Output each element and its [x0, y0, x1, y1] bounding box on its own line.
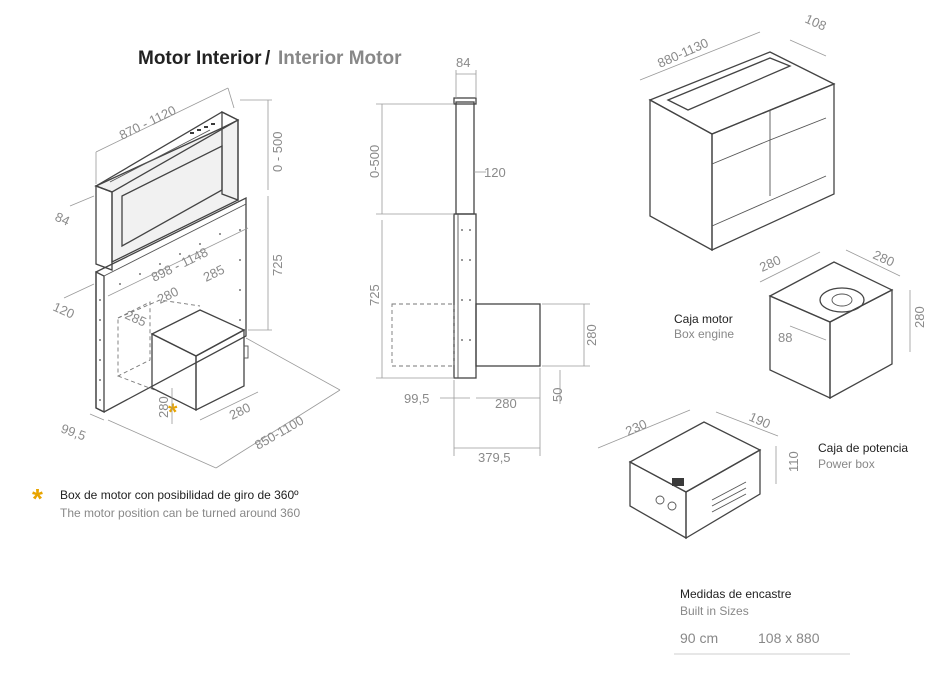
power-box-label-es: Caja de potencia: [818, 441, 908, 455]
side-upper-column: [455, 101, 475, 215]
title-primary: Motor Interior: [138, 48, 262, 69]
control-buttons: [190, 123, 215, 134]
rivet-dots: [99, 229, 241, 401]
dim-bottom-99: 99,5: [59, 421, 88, 444]
dim-cabinet-depth: 108: [803, 11, 829, 34]
power-box-side: [685, 448, 761, 540]
dim-side-379: 379,5: [478, 450, 511, 465]
dim-side-725: 725: [367, 284, 382, 306]
dim-depth-120: 120: [51, 299, 77, 322]
dim-height-top: 0 - 500: [270, 132, 285, 172]
power-box-label-en: Power box: [818, 457, 875, 471]
power-box-front: [629, 460, 687, 540]
vent-icon: [711, 481, 747, 513]
fan-icon: [819, 287, 865, 313]
engine-box-top: [768, 261, 894, 323]
page-title: Motor Interior / Interior Motor: [138, 48, 402, 69]
power-box-labels: 230 190 110 Caja de potencia Power box: [623, 409, 908, 472]
dim-side-0-500: 0-500: [367, 145, 382, 178]
dim-cabinet-range: 880-1130: [655, 35, 710, 71]
dim-box-285a: 285: [123, 307, 149, 330]
dim-power-b: 190: [747, 409, 773, 432]
dim-side-280-box: 280: [584, 324, 599, 346]
engine-box-front: [769, 295, 831, 400]
main-hood-drawing: *: [63, 87, 341, 469]
cabinet-dimension-labels: 880-1130 108: [655, 11, 829, 71]
built-in-value: 108 x 880: [758, 630, 820, 646]
cabinet-drawing: [639, 31, 836, 252]
note-star-icon: *: [32, 483, 43, 514]
dim-box-285b: 285: [201, 262, 227, 285]
dim-side-84: 84: [456, 55, 470, 70]
dim-side-280-bottom: 280: [495, 396, 517, 411]
dim-box-280-height: 280: [156, 396, 171, 418]
note-text-es: Box de motor con posibilidad de giro de …: [60, 488, 299, 502]
power-box-top: [628, 421, 762, 493]
built-in-size: 90 cm: [680, 630, 718, 646]
dim-box-280-width: 280: [227, 400, 253, 423]
cabinet-front: [711, 83, 835, 252]
table-row: 90 cm 108 x 880: [680, 630, 820, 646]
motor-box-side: [195, 328, 245, 412]
dim-box-280a: 280: [155, 284, 181, 307]
dim-inner-range: 898 - 1148: [149, 244, 211, 284]
side-dimension-labels: 84 0-500 120 725 280 50 99,5 280 379,5: [367, 55, 599, 465]
dim-power-c: 110: [786, 451, 801, 472]
dim-engine-c: 280: [912, 306, 927, 328]
dim-side-50: 50: [550, 388, 565, 402]
dim-engine-a: 280: [757, 252, 783, 275]
box-engine-label-en: Box engine: [674, 327, 734, 341]
dim-engine-d: 88: [778, 330, 792, 345]
engine-box-side: [829, 288, 893, 400]
cabinet-left: [649, 98, 713, 252]
power-box-drawing: [597, 409, 779, 540]
side-motor-box-alt: [391, 303, 455, 367]
dim-side-120: 120: [484, 165, 506, 180]
dim-depth-84: 84: [53, 209, 72, 229]
dim-power-a: 230: [623, 416, 649, 439]
side-view-drawing: [376, 70, 590, 456]
rotation-star-icon: *: [168, 399, 178, 426]
built-in-title-es: Medidas de encastre: [680, 587, 792, 601]
side-motor-box: [475, 303, 541, 367]
side-lower-column: [453, 213, 477, 379]
note-text-en: The motor position can be turned around …: [60, 506, 300, 520]
dim-engine-b: 280: [871, 247, 897, 270]
box-engine-drawing: [759, 249, 911, 400]
dim-height-725: 725: [270, 254, 285, 276]
title-secondary: Interior Motor: [278, 48, 402, 69]
dim-width-range: 870 - 1120: [117, 102, 179, 142]
built-in-title-en: Built in Sizes: [680, 604, 749, 618]
cabinet-slot: [666, 57, 792, 111]
rotation-note: * Box de motor con posibilidad de giro d…: [32, 483, 300, 520]
built-in-sizes: Medidas de encastre Built in Sizes 90 cm…: [674, 587, 850, 655]
title-separator: /: [265, 48, 271, 69]
motor-box-top: [150, 309, 246, 357]
dim-side-99: 99,5: [404, 391, 429, 406]
box-engine-label-es: Caja motor: [674, 312, 733, 326]
dim-bottom-range: 850-1100: [252, 413, 306, 453]
